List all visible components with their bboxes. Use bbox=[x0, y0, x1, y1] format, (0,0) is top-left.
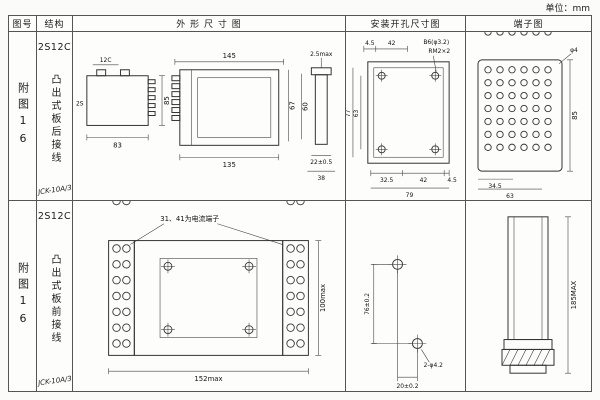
structure-1: 2S12C 凸出式板后接线 JCK-10A/3 bbox=[37, 32, 73, 201]
drawing-table: 图号 结构 外 形 尺 寸 图 安装开孔尺寸图 端子图 附图16 2S12C 凸… bbox=[8, 15, 592, 392]
dim-145: 145 bbox=[223, 52, 236, 60]
relay-side-silhouette: 185MAX bbox=[501, 216, 578, 374]
dim-345: 34.5 bbox=[488, 183, 502, 190]
relay-side-view: 145 135 67 60 bbox=[171, 52, 309, 169]
figure-number-label: 附图16 bbox=[16, 82, 30, 150]
header-fig: 图号 bbox=[9, 16, 37, 32]
structure-desc: 凸出式板后接线 bbox=[49, 74, 60, 165]
model-label: 2S12C bbox=[37, 211, 72, 222]
hatch-lines bbox=[501, 349, 551, 366]
dim-phi4: φ4 bbox=[570, 47, 578, 54]
dim-79: 79 bbox=[406, 192, 414, 199]
model-code: JCK-10A/3 bbox=[37, 183, 72, 197]
figure-number-1: 附图16 bbox=[9, 32, 37, 201]
dim-83: 83 bbox=[113, 141, 122, 149]
outline-drawing-1: 12C 2S 85 bbox=[76, 51, 336, 182]
label-b6: B6(φ3.2) bbox=[423, 39, 449, 46]
relay-profile-view: 2.5max 22±0.5 38 bbox=[307, 51, 336, 182]
structure-2: 2S12C 凸出式板前接线 JCK-10A/3 bbox=[37, 201, 73, 391]
mount-hole bbox=[242, 259, 256, 274]
mount-cell-1: 4.5 42 B6(φ3.2) RM2×2 bbox=[346, 32, 466, 201]
dim-77: 77 bbox=[346, 110, 352, 118]
dim-67: 67 bbox=[289, 101, 297, 110]
outline-cell-2: 31、41为电流端子 bbox=[73, 201, 346, 391]
model-code: JCK-10A/3 bbox=[37, 374, 72, 388]
dim-42a: 42 bbox=[388, 40, 396, 47]
dim-85: 85 bbox=[163, 96, 171, 105]
relay-top-view: 12C 2S 85 bbox=[76, 57, 171, 150]
dim-60: 60 bbox=[301, 102, 309, 111]
terminal-holes-row bbox=[112, 201, 305, 206]
dim-76: 76±0.2 bbox=[364, 293, 371, 315]
terminal-block: φ4 85 34.5 63 bbox=[477, 32, 579, 200]
terminal-holes-row bbox=[484, 32, 552, 36]
dim-85b: 85 bbox=[571, 111, 579, 120]
dim-42b: 42 bbox=[420, 177, 428, 184]
figure-number-2: 附图16 bbox=[9, 201, 37, 391]
terminal-drawing-1: φ4 85 34.5 63 bbox=[477, 32, 579, 200]
dim-152max: 152max bbox=[194, 375, 222, 383]
note-current-terminals: 31、41为电流端子 bbox=[160, 214, 219, 223]
mount-hole bbox=[429, 69, 442, 82]
mount-holes: 76±0.2 2-φ4.2 20±0.2 bbox=[364, 255, 443, 390]
label-rm2: RM2×2 bbox=[428, 48, 450, 55]
dim-100max: 100max bbox=[319, 284, 327, 312]
relay-front-view: 31、41为电流端子 bbox=[108, 201, 327, 383]
mount-hole bbox=[242, 322, 256, 337]
mount-hole bbox=[375, 69, 388, 82]
mount-hole bbox=[161, 259, 175, 274]
label-holes: 2-φ4.2 bbox=[424, 362, 444, 369]
dim-63: 63 bbox=[353, 110, 360, 118]
header-mount: 安装开孔尺寸图 bbox=[346, 16, 466, 32]
header-outline: 外 形 尺 寸 图 bbox=[73, 16, 346, 32]
dim-45a: 4.5 bbox=[365, 40, 375, 47]
dim-135: 135 bbox=[223, 161, 236, 169]
dim-38: 38 bbox=[317, 175, 325, 182]
outline-drawing-2: 31、41为电流端子 bbox=[108, 201, 327, 383]
dim-2s: 2S bbox=[76, 101, 84, 108]
outline-cell-1: 12C 2S 85 bbox=[73, 32, 346, 201]
mount-drawing-2: 76±0.2 2-φ4.2 20±0.2 bbox=[364, 255, 443, 390]
model-label: 2S12C bbox=[37, 42, 72, 53]
header-struct: 结构 bbox=[37, 16, 73, 32]
figure-number-label: 附图16 bbox=[16, 262, 30, 330]
structure-desc: 凸出式板前接线 bbox=[49, 254, 60, 345]
dim-25max: 2.5max bbox=[310, 51, 333, 58]
dim-63b: 63 bbox=[506, 193, 514, 200]
terminal-cell-2: 185MAX bbox=[466, 201, 591, 391]
dim-22: 22±0.5 bbox=[310, 159, 332, 166]
dim-325: 32.5 bbox=[380, 177, 393, 184]
mount-drawing-1: 4.5 42 B6(φ3.2) RM2×2 bbox=[346, 39, 457, 199]
terminal-drawing-2: 185MAX bbox=[501, 216, 578, 374]
mount-hole bbox=[375, 143, 388, 156]
dim-45b: 4.5 bbox=[447, 177, 457, 184]
dim-12c: 12C bbox=[100, 57, 112, 64]
header-terminal: 端子图 bbox=[466, 16, 591, 32]
dim-185max: 185MAX bbox=[570, 280, 578, 309]
dim-20: 20±0.2 bbox=[396, 383, 418, 390]
mount-plate: 4.5 42 B6(φ3.2) RM2×2 bbox=[346, 39, 457, 199]
mount-hole bbox=[429, 143, 442, 156]
terminal-cell-1: φ4 85 34.5 63 bbox=[466, 32, 591, 201]
mount-cell-2: 76±0.2 2-φ4.2 20±0.2 bbox=[346, 201, 466, 391]
mount-hole bbox=[161, 322, 175, 337]
